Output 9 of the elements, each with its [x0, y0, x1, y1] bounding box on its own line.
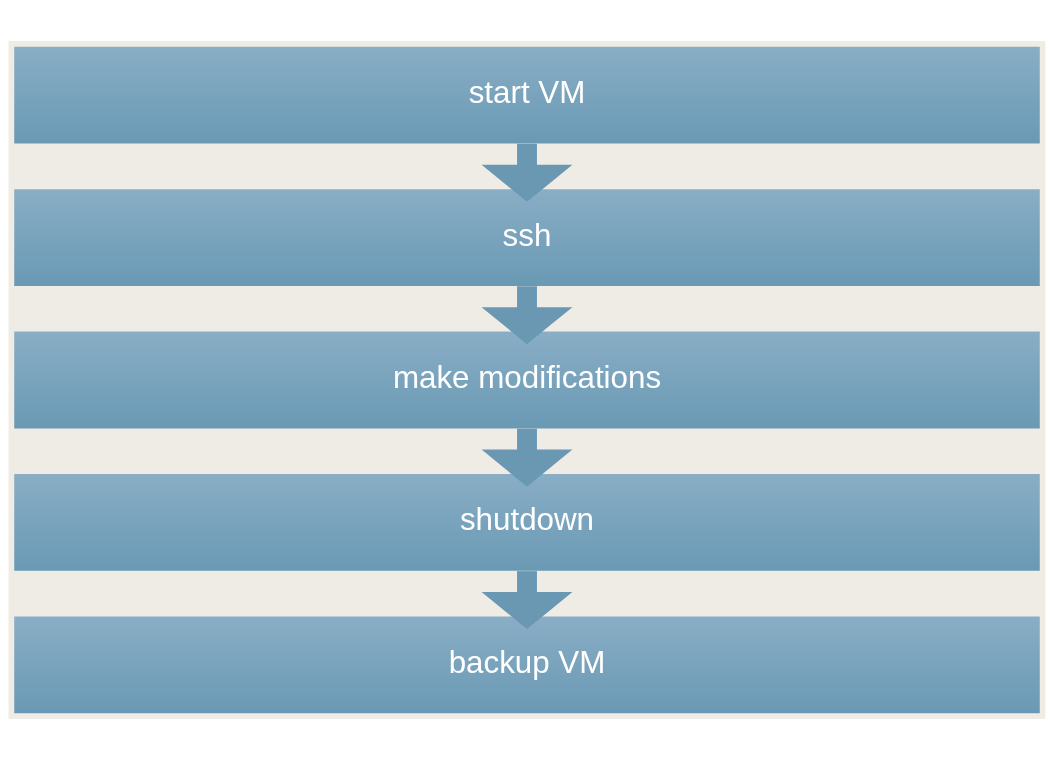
node-box: make modifications [14, 331, 1040, 428]
arrow [481, 570, 573, 629]
arrow [481, 143, 573, 202]
node-box: ssh [14, 188, 1040, 286]
arrow [481, 285, 573, 344]
node-box: shutdown [14, 473, 1040, 571]
node-box: backup VM [14, 615, 1040, 713]
node-box: start VM [14, 46, 1040, 144]
arrow [481, 428, 573, 487]
